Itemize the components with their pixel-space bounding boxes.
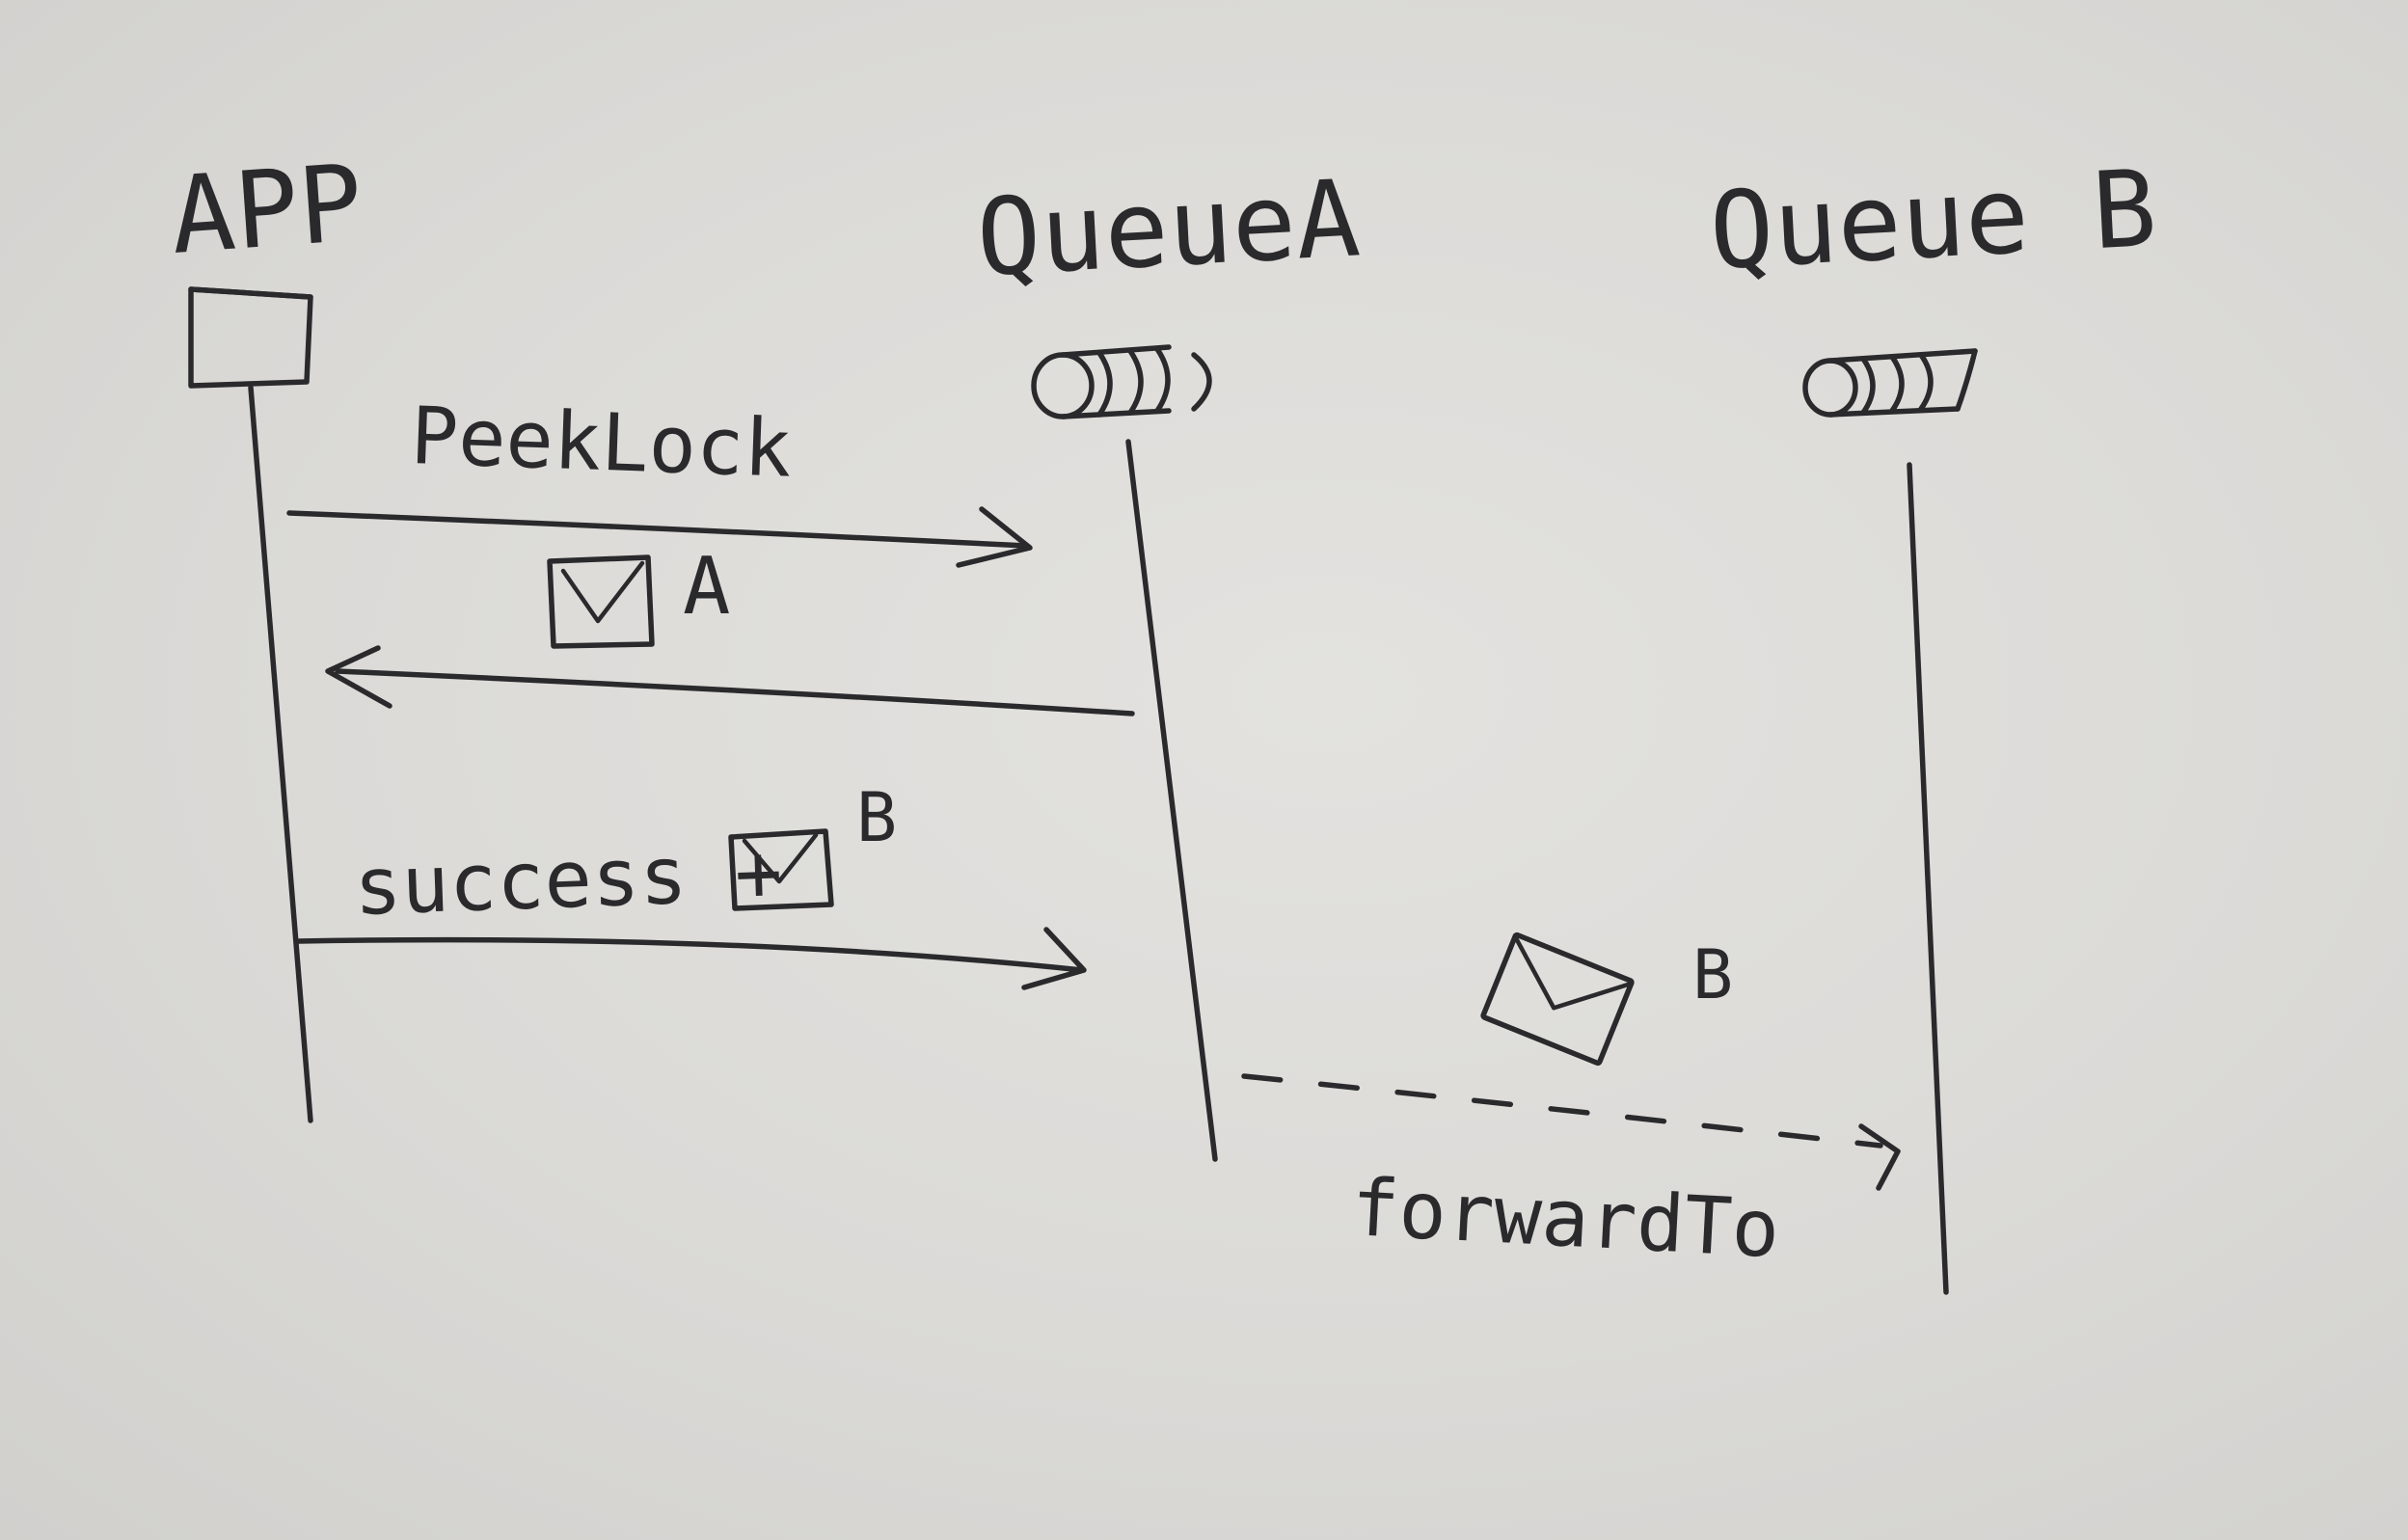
forward-to-dashed-arrow — [1241, 1073, 1901, 1191]
success-arrow — [296, 927, 1087, 990]
envelope-a-icon — [547, 554, 655, 649]
app-lifeline — [248, 385, 313, 1123]
queue-b-lifeline — [1907, 462, 1949, 1295]
queue-a-lifeline — [1125, 439, 1218, 1162]
message-a-label: A — [683, 541, 730, 633]
peek-lock-label: PeekLock — [409, 391, 793, 496]
queue-b-cylinder-icon — [1802, 348, 1978, 418]
participant-queue-b-label: Queue B — [1707, 147, 2160, 293]
success-label: success + — [352, 827, 783, 933]
app-box-icon — [188, 286, 313, 389]
envelope-b-forwarded-icon — [1480, 932, 1635, 1067]
forward-to-label: forwardTo — [1349, 1162, 1782, 1276]
return-arrow — [325, 645, 1135, 716]
peek-lock-arrow — [286, 506, 1033, 568]
participant-app-label: APP — [167, 141, 366, 278]
envelope-b-small-icon — [728, 828, 834, 911]
queue-a-cylinder-icon — [1031, 344, 1212, 419]
participant-queue-a-label: QueueA — [974, 156, 1364, 300]
message-b-label: B — [856, 778, 897, 857]
envelope-b-label: B — [1692, 935, 1733, 1014]
